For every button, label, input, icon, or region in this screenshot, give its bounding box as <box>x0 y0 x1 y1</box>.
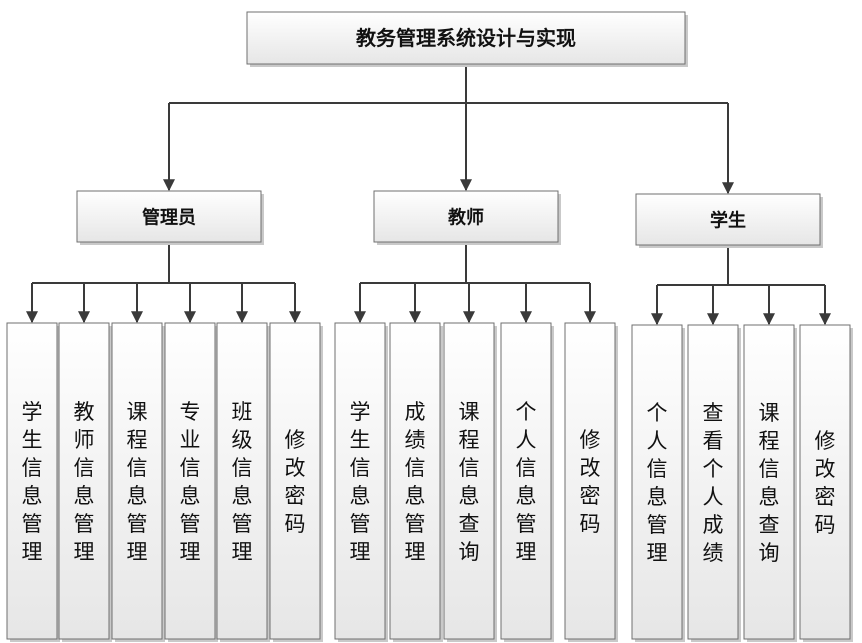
leaf-node-rect <box>687 324 739 640</box>
leaf-node: 修改密码 <box>564 322 618 642</box>
leaf-node: 个人信息管理 <box>500 322 554 642</box>
leaf-label: 个人信息管理 <box>647 401 668 565</box>
leaf-node-rect <box>631 324 683 640</box>
leaf-node: 个人信息管理 <box>631 324 685 642</box>
leaf-node-rect <box>389 322 441 640</box>
leaf-node: 班级信息管理 <box>216 322 270 642</box>
group-node-1: 管理员 <box>76 190 264 245</box>
leaf-label: 学生信息管理 <box>350 400 371 564</box>
group-node-1-rect <box>76 190 262 243</box>
group-node-3-rect <box>635 193 821 246</box>
leaf-node: 课程信息查询 <box>743 324 797 642</box>
leaf-label: 课程信息管理 <box>127 400 148 564</box>
leaf-node-rect <box>58 322 110 640</box>
root-node: 教务管理系统设计与实现 <box>246 11 688 67</box>
leaf-label: 专业信息管理 <box>180 400 201 564</box>
group-node-3: 学生 <box>635 193 823 248</box>
leaf-label: 修改密码 <box>285 428 306 536</box>
leaf-label: 修改密码 <box>580 428 601 536</box>
leaf-node-rect <box>216 322 268 640</box>
group-node-2-rect <box>373 190 559 243</box>
leaf-node: 课程信息查询 <box>443 322 497 642</box>
connectors <box>26 64 831 326</box>
leaf-label: 学生信息管理 <box>22 400 43 564</box>
leaf-node-rect <box>269 322 321 640</box>
leaf-node-rect <box>164 322 216 640</box>
group-label: 管理员 <box>142 207 196 229</box>
leaf-node: 学生信息管理 <box>6 322 60 642</box>
leaf-node: 修改密码 <box>269 322 323 642</box>
leaf-node: 专业信息管理 <box>164 322 218 642</box>
leaf-label: 成绩信息管理 <box>405 400 426 564</box>
leaf-node: 查看个人成绩 <box>687 324 741 642</box>
leaf-node: 成绩信息管理 <box>389 322 443 642</box>
leaf-node: 修改密码 <box>799 324 853 642</box>
leaf-node-rect <box>500 322 552 640</box>
leaf-node-rect <box>334 322 386 640</box>
group-label: 学生 <box>710 210 746 232</box>
leaf-label: 班级信息管理 <box>232 400 253 564</box>
leaf-label: 教师信息管理 <box>74 400 95 564</box>
leaf-label: 修改密码 <box>815 429 836 537</box>
leaf-node-rect <box>111 322 163 640</box>
leaf-label: 个人信息管理 <box>516 400 537 564</box>
group-label: 教师 <box>448 207 484 229</box>
leaf-node: 学生信息管理 <box>334 322 388 642</box>
root-title: 教务管理系统设计与实现 <box>356 26 576 50</box>
leaf-node-rect <box>564 322 616 640</box>
leaf-node: 课程信息管理 <box>111 322 165 642</box>
leaf-node-rect <box>743 324 795 640</box>
group-node-2: 教师 <box>373 190 561 245</box>
leaf-node-rect <box>443 322 495 640</box>
leaf-node-rect <box>6 322 58 640</box>
leaf-node: 教师信息管理 <box>58 322 112 642</box>
leaf-node-rect <box>799 324 851 640</box>
leaf-label: 课程信息查询 <box>759 401 780 565</box>
leaf-label: 查看个人成绩 <box>703 401 724 565</box>
root-node-rect <box>246 11 686 65</box>
leaf-label: 课程信息查询 <box>459 400 480 564</box>
